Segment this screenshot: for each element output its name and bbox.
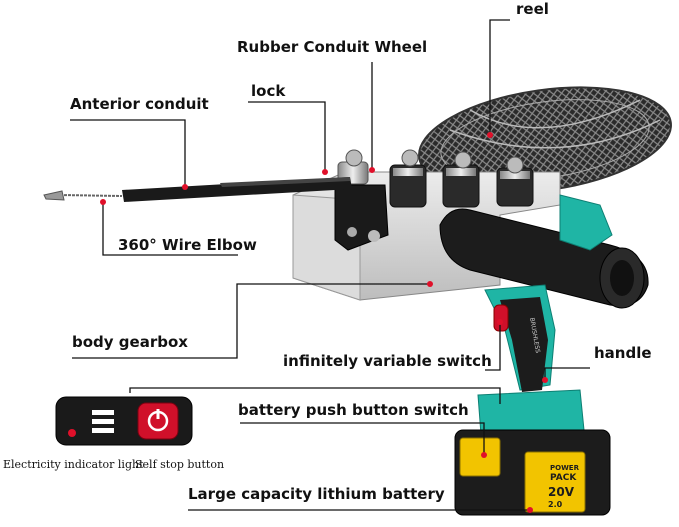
label-variable-switch: infinitely variable switch [283, 352, 492, 370]
battery-pack [454, 389, 611, 516]
battery-pack-text: PACK [550, 473, 577, 483]
label-battery-push-button: battery push button switch [238, 401, 469, 419]
leader-push-button-2 [240, 422, 485, 455]
battery-capacity-text: 2.0 [548, 500, 563, 509]
marker-battery [527, 507, 533, 513]
leader-body-gearbox [72, 283, 430, 359]
label-handle: handle [594, 344, 652, 362]
marker-switch [497, 319, 503, 325]
label-lock: lock [251, 82, 286, 100]
marker-push-button [481, 452, 487, 458]
label-reel: reel [516, 0, 549, 18]
battery-voltage-text: 20V [548, 485, 575, 499]
leader-handle [544, 367, 590, 380]
marker-rubber-wheel [369, 167, 375, 173]
leader-anterior-conduit [70, 119, 186, 187]
battery-pack-top-text: POWER [550, 464, 580, 472]
leader-variable-switch [485, 322, 501, 371]
label-self-stop-button: Self stop button [135, 458, 225, 471]
marker-elbow [100, 199, 106, 205]
leader-lines [70, 19, 590, 511]
label-indicator-light: Electricity indicator light [3, 458, 144, 471]
lock-bracket [334, 184, 389, 251]
leader-push-button [129, 387, 501, 404]
side-handle [439, 208, 649, 309]
label-wire-elbow: 360° Wire Elbow [118, 236, 257, 254]
control-panel-inset [55, 396, 193, 446]
marker-lock [322, 169, 328, 175]
label-body-gearbox: body gearbox [72, 333, 188, 351]
anterior-conduit-tube [43, 177, 352, 202]
leader-lock [248, 101, 326, 172]
marker-dots [100, 132, 548, 513]
motor-housing [484, 194, 613, 392]
leader-reel [489, 19, 510, 135]
marker-handle [542, 377, 548, 383]
marker-reel [487, 132, 493, 138]
marker-gearbox [427, 281, 433, 287]
label-anterior-conduit: Anterior conduit [70, 95, 209, 113]
label-rubber-conduit-wheel: Rubber Conduit Wheel [237, 38, 428, 56]
leader-wire-elbow [102, 202, 238, 256]
marker-anterior [182, 184, 188, 190]
label-lithium-battery: Large capacity lithium battery [188, 485, 445, 503]
reel-coil [418, 86, 672, 194]
